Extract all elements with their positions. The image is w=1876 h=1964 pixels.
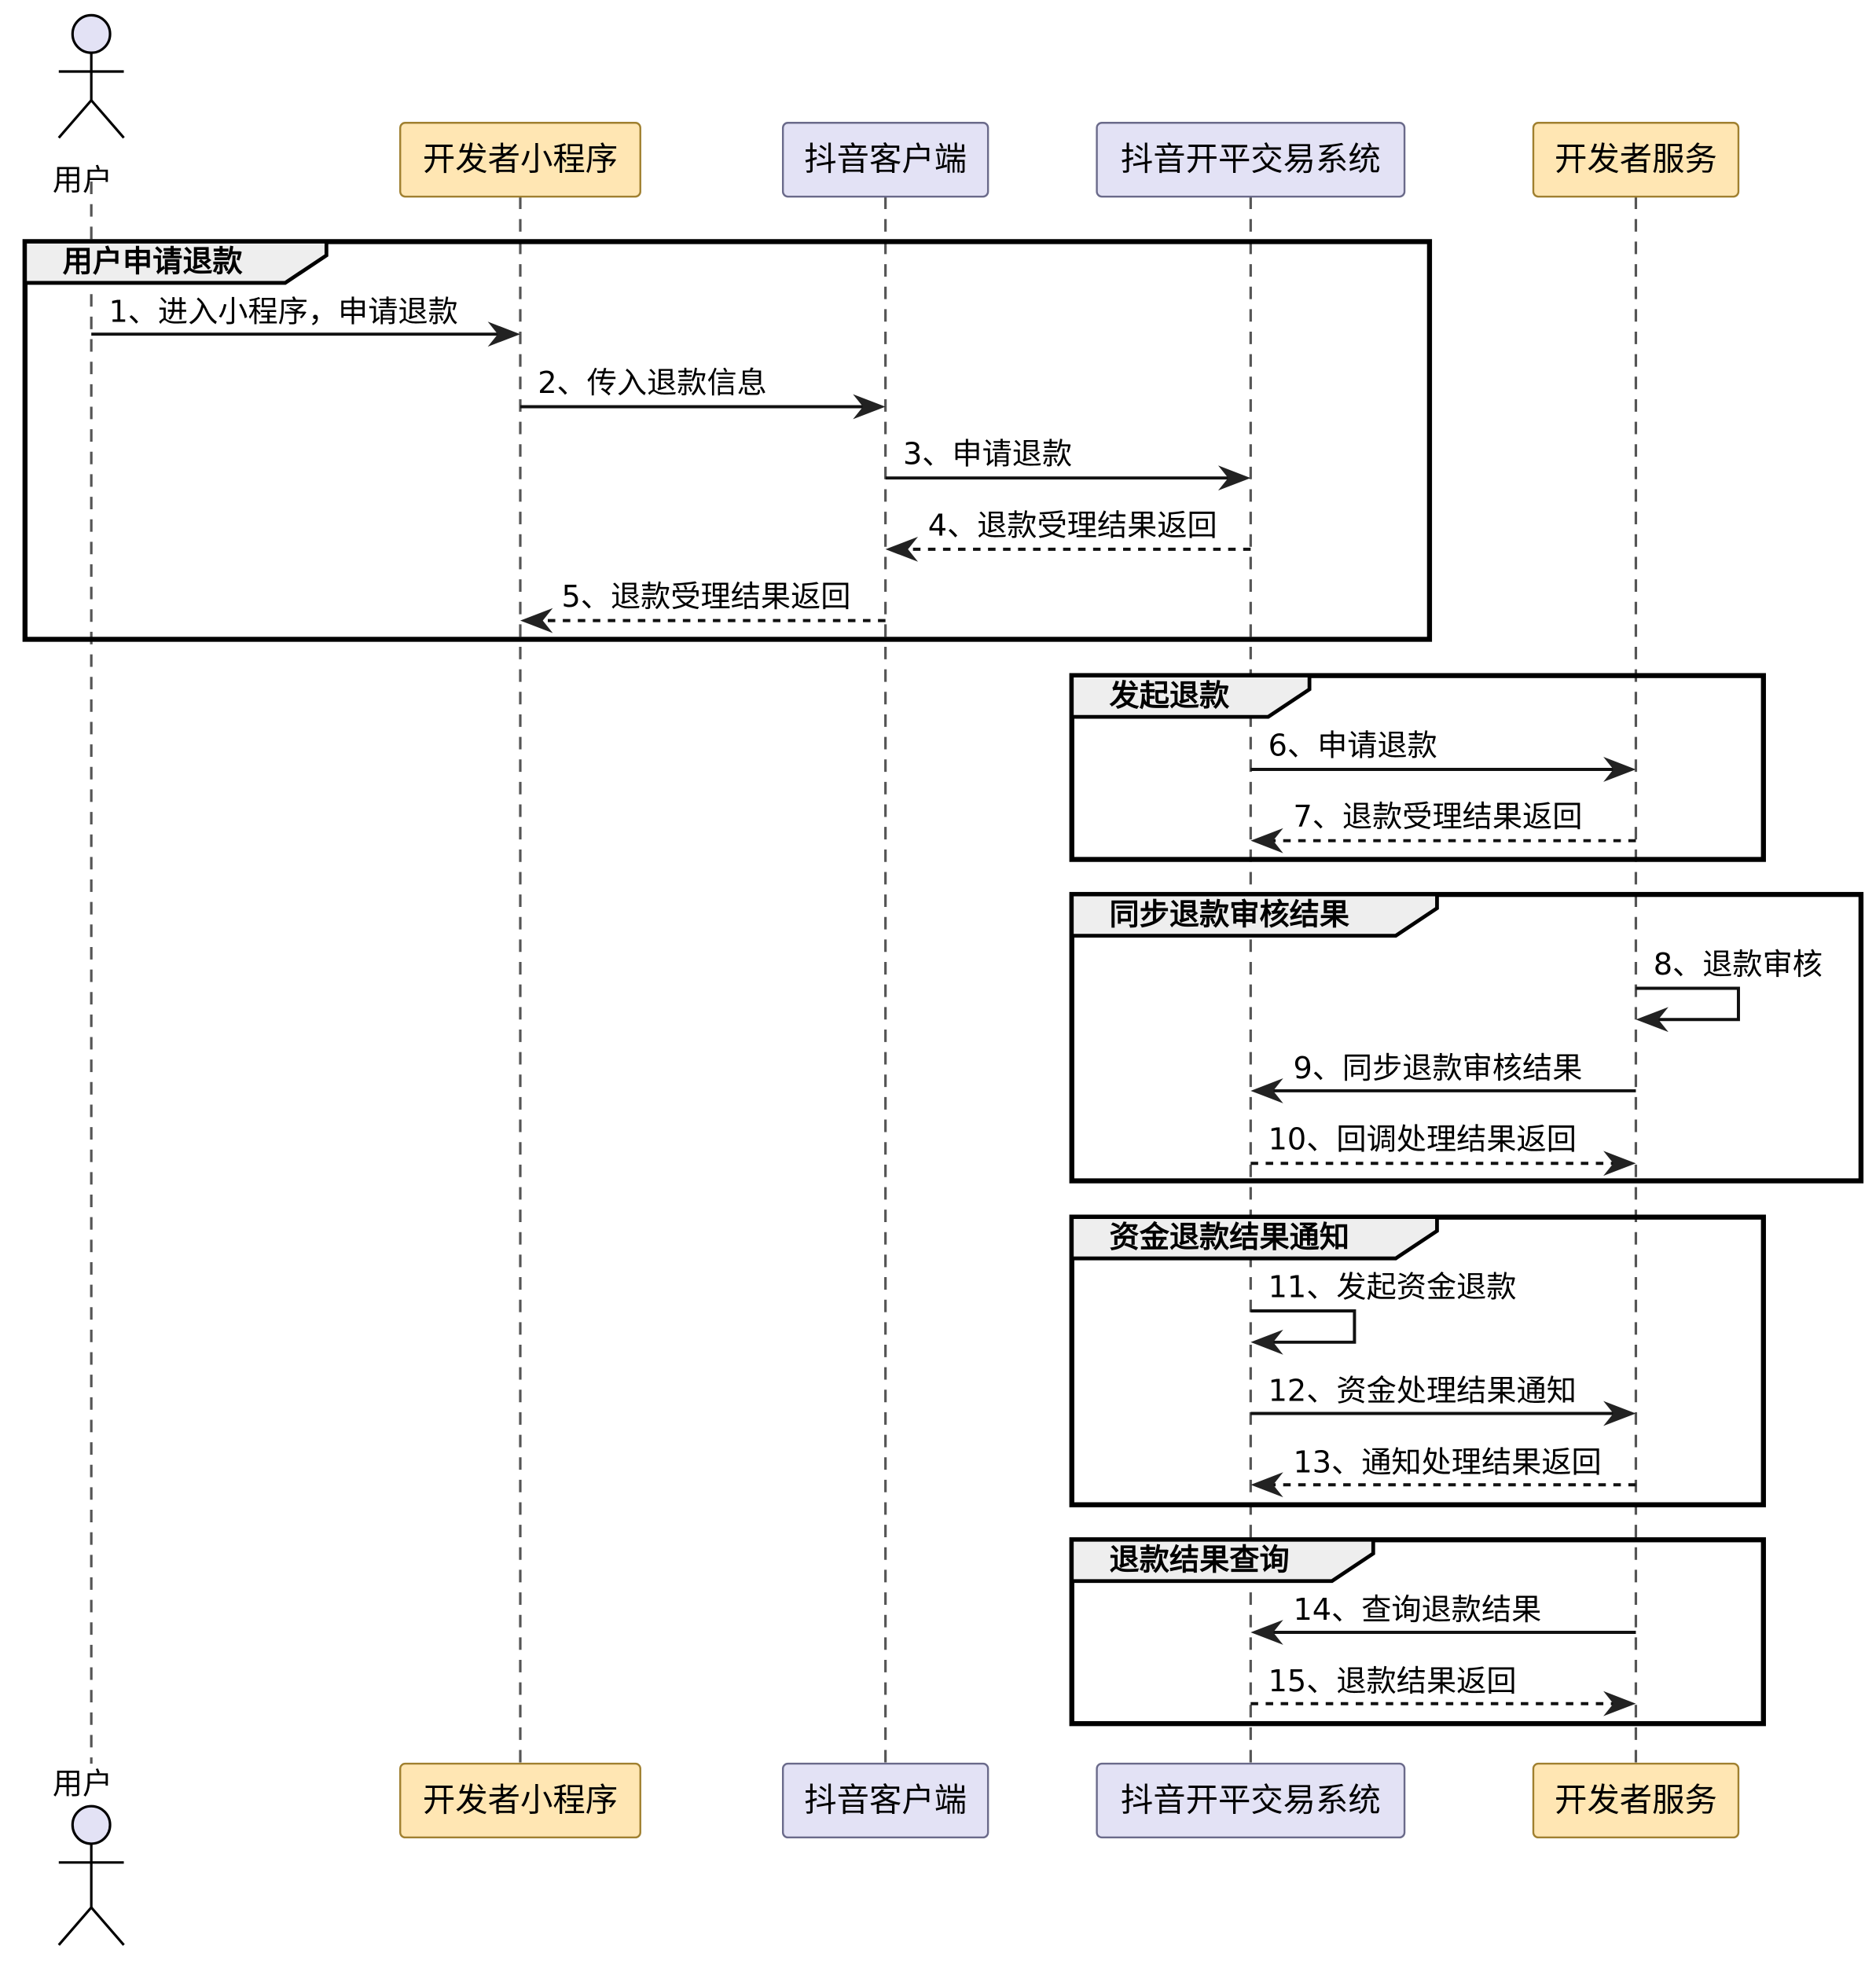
message-arrow: 10、回调处理结果返回 <box>1250 1123 1636 1177</box>
participant-label: 开发者服务 <box>1555 1782 1717 1819</box>
group-frame: 发起退款 <box>1069 673 1766 862</box>
message-label: 14、查询退款结果 <box>1293 1593 1541 1628</box>
message-arrow: 13、通知处理结果返回 <box>1250 1445 1636 1498</box>
group-frame: 资金退款结果通知 <box>1069 1214 1766 1507</box>
message-label: 12、资金处理结果通知 <box>1268 1375 1577 1409</box>
actor-user-bottom: 用户 <box>53 1767 125 1946</box>
self-message-arrow: 8、退款审核 <box>1636 948 1823 1033</box>
message-label: 3、申请退款 <box>903 438 1072 472</box>
participant-label: 抖音开平交易系统 <box>1121 141 1381 178</box>
participant-label: 用户 <box>53 163 112 198</box>
message-arrow: 4、退款受理结果返回 <box>885 508 1251 562</box>
message-arrow: 1、进入小程序，申请退款 <box>91 295 520 347</box>
message-arrow: 15、退款结果返回 <box>1250 1665 1636 1716</box>
participant-miniapp-top: 开发者小程序 <box>399 122 641 198</box>
participant-label: 开发者小程序 <box>423 1782 618 1819</box>
message-arrow: 7、退款受理结果返回 <box>1250 800 1636 854</box>
actor-head-icon <box>71 13 112 54</box>
participant-label: 用户 <box>53 1767 112 1801</box>
participant-label: 抖音开平交易系统 <box>1121 1782 1381 1819</box>
message-label: 1、进入小程序，申请退款 <box>108 295 457 329</box>
message-arrow: 12、资金处理结果通知 <box>1250 1375 1636 1426</box>
message-arrow: 2、传入退款信息 <box>519 366 886 420</box>
group-title: 用户申请退款 <box>63 245 244 280</box>
group-title: 退款结果查询 <box>1110 1543 1290 1577</box>
participant-label: 抖音客户端 <box>804 141 967 178</box>
message-label: 10、回调处理结果返回 <box>1268 1123 1577 1158</box>
message-label: 13、通知处理结果返回 <box>1293 1445 1601 1480</box>
participant-miniapp-bottom: 开发者小程序 <box>399 1762 641 1839</box>
participant-client-top: 抖音客户端 <box>781 122 989 198</box>
participant-service-bottom: 开发者服务 <box>1532 1762 1740 1839</box>
actor-user-top: 用户 <box>53 13 125 198</box>
message-arrow: 5、退款受理结果返回 <box>519 580 886 633</box>
group-frame: 退款结果查询 <box>1069 1537 1766 1727</box>
group-title: 同步退款审核结果 <box>1110 898 1350 932</box>
participant-trade-bottom: 抖音开平交易系统 <box>1096 1762 1406 1839</box>
participant-label: 抖音客户端 <box>804 1782 967 1819</box>
message-label: 7、退款受理结果返回 <box>1293 800 1582 835</box>
message-label: 4、退款受理结果返回 <box>928 508 1217 543</box>
participant-client-bottom: 抖音客户端 <box>781 1762 989 1839</box>
message-label: 8、退款审核 <box>1654 948 1823 982</box>
actor-head-icon <box>71 1804 112 1845</box>
message-label: 6、申请退款 <box>1268 729 1437 763</box>
participant-label: 开发者小程序 <box>423 141 618 178</box>
message-arrow: 6、申请退款 <box>1250 729 1636 782</box>
message-arrow: 3、申请退款 <box>885 438 1251 491</box>
participant-label: 开发者服务 <box>1555 141 1717 178</box>
message-label: 11、发起资金退款 <box>1268 1271 1517 1305</box>
participant-trade-top: 抖音开平交易系统 <box>1096 122 1406 198</box>
self-message-arrow: 11、发起资金退款 <box>1250 1271 1517 1355</box>
message-label: 5、退款受理结果返回 <box>562 580 851 615</box>
group-title: 资金退款结果通知 <box>1110 1221 1350 1255</box>
message-label: 9、同步退款审核结果 <box>1293 1052 1582 1086</box>
group-title: 发起退款 <box>1110 679 1231 714</box>
participant-service-top: 开发者服务 <box>1532 122 1740 198</box>
message-label: 2、传入退款信息 <box>538 366 767 401</box>
message-label: 15、退款结果返回 <box>1268 1665 1517 1699</box>
group-frame: 同步退款审核结果 <box>1069 891 1864 1184</box>
group-frame: 用户申请退款 <box>22 239 1433 642</box>
message-arrow: 9、同步退款审核结果 <box>1250 1052 1636 1103</box>
message-arrow: 14、查询退款结果 <box>1250 1593 1636 1645</box>
